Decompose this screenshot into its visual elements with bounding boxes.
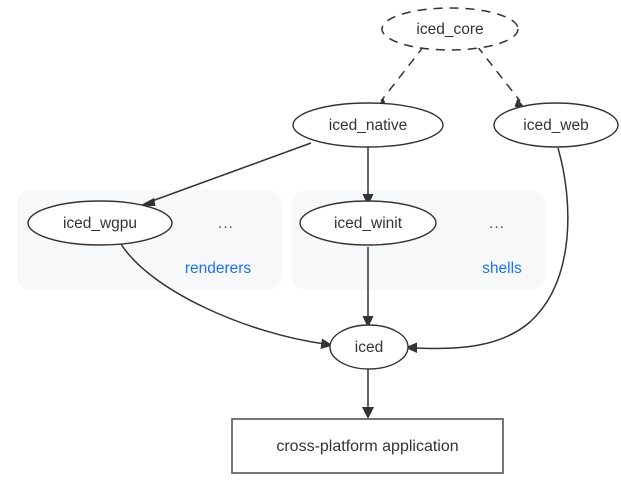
edge-iced_native-to-iced_winit (362, 147, 374, 206)
node-iced_core-shape[interactable] (381, 7, 519, 51)
cluster-shells-label: shells (482, 260, 522, 277)
node-iced[interactable]: iced (329, 324, 409, 370)
node-iced-shape[interactable] (329, 324, 409, 370)
edge-iced_native-to-iced_wgpu (139, 142, 312, 206)
node-cross-platform-application-label: cross-platform application (276, 438, 458, 455)
node-iced_native-shape[interactable] (292, 102, 444, 148)
node-iced_wgpu-shape[interactable] (27, 200, 173, 246)
edge-iced_wgpu-to-iced-line (120, 243, 326, 345)
node-iced_native-label: iced_native (329, 117, 407, 134)
edge-iced_web-to-iced-arrow (405, 342, 417, 353)
node-iced_winit-shape[interactable] (299, 200, 437, 246)
edge-iced-to-app-arrow (362, 407, 374, 419)
node-iced_web-label: iced_web (523, 117, 589, 134)
edge-iced_core-to-iced_web-line (476, 45, 521, 102)
node-iced_wgpu-label: iced_wgpu (63, 215, 137, 232)
edge-iced_core-to-iced_native (374, 45, 425, 110)
edge-iced_web-to-iced (405, 147, 569, 353)
edge-iced_web-to-iced-line (414, 147, 569, 350)
edge-iced_native-to-iced_winit-arrow (362, 194, 374, 206)
node-iced_winit[interactable]: iced_winit (299, 200, 437, 246)
node-iced_web[interactable]: iced_web (493, 102, 619, 148)
edge-iced_winit-to-iced (362, 247, 374, 328)
node-iced_core[interactable]: iced_core (381, 7, 519, 51)
node-iced_wgpu[interactable]: iced_wgpu (27, 200, 173, 246)
node-iced-label: iced (355, 339, 383, 356)
edge-iced_winit-to-iced-arrow (362, 316, 374, 328)
edge-iced_native-to-iced_wgpu-line (151, 142, 312, 202)
edge-iced_core-to-iced_native-line (380, 45, 425, 102)
node-iced_winit-label: iced_winit (334, 215, 403, 232)
node-iced_web-shape[interactable] (493, 102, 619, 148)
cluster-renderers-label: renderers (185, 260, 252, 277)
node-iced_core-label: iced_core (416, 21, 483, 38)
cluster-shells-ellipsis: ... (489, 215, 505, 232)
node-iced_native[interactable]: iced_native (292, 102, 444, 148)
node-cross-platform-application-shape[interactable] (231, 418, 504, 474)
node-cross-platform-application[interactable]: cross-platform application (231, 418, 504, 474)
edge-iced-to-app (362, 369, 374, 419)
edge-iced_native-to-iced_wgpu-arrow (139, 198, 156, 206)
edge-iced_core-to-iced_web (476, 45, 527, 110)
cluster-renderers-ellipsis: ... (218, 215, 234, 232)
